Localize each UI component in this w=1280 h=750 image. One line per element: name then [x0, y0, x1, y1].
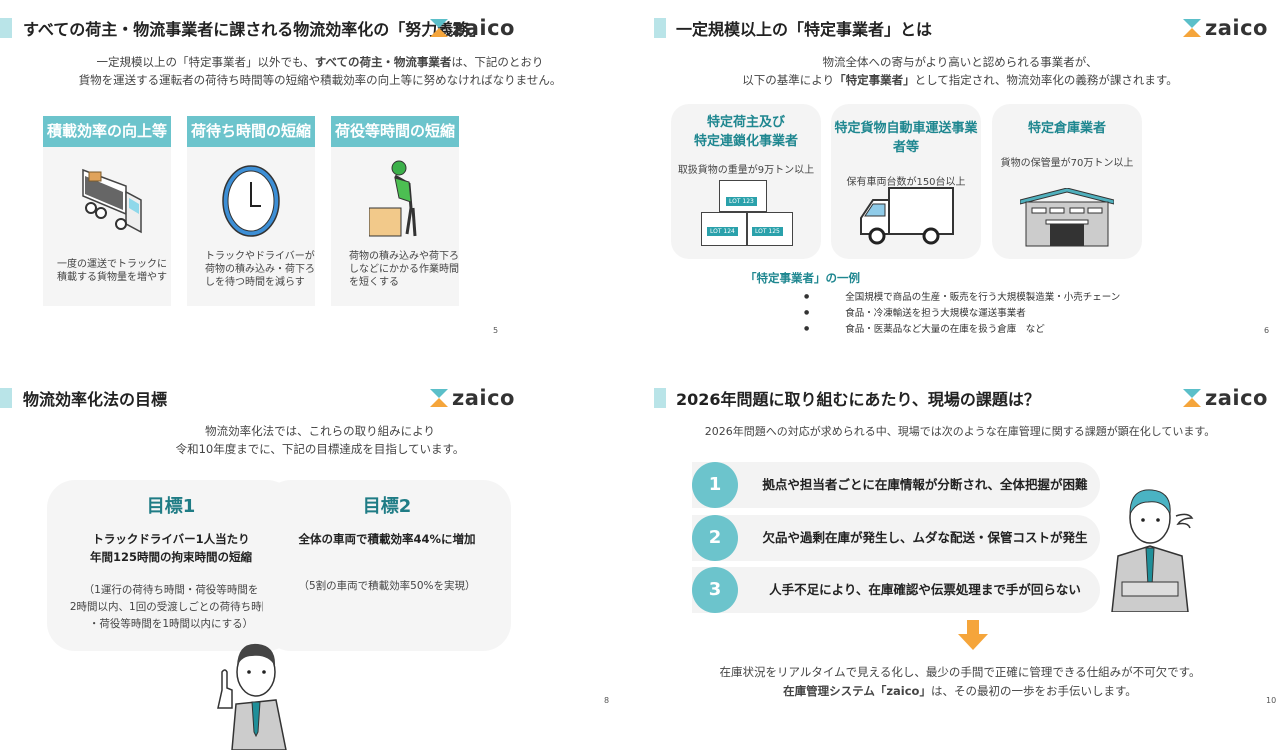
issue-text: 拠点や担当者ごとに在庫情報が分断され、全体把握が困難: [762, 477, 1088, 492]
zaico-logo-icon: [430, 389, 448, 407]
slide-8: 物流効率化法の目標 zaico 物流効率化法では、これらの取り組みにより 令和1…: [0, 370, 640, 750]
logo-text: zaico: [1205, 16, 1268, 40]
list-item: 食品・冷凍輸送を担う大規模な運送事業者: [820, 306, 1120, 322]
intro-text: 物流全体への寄与がより高いと認められる事業者が、 以下の基準により「特定事業者」…: [640, 53, 1280, 89]
zaico-logo: zaico: [1183, 386, 1268, 410]
title-accent: [654, 18, 666, 38]
slide-10: 2026年問題に取り組むにあたり、現場の課題は？ zaico 2026年問題への…: [640, 370, 1280, 720]
truck-icon: [860, 187, 954, 245]
issue-text: 人手不足により、在庫確認や伝票処理まで手が回らない: [769, 582, 1081, 597]
card-loading-efficiency: 積載効率の向上等 一度の運送でトラックに 積載する貨物量を増やす: [43, 116, 171, 306]
slide-title: 2026年問題に取り組むにあたり、現場の課題は？: [676, 390, 1040, 409]
card-title: 積載効率の向上等: [43, 116, 171, 147]
intro-bold: すべての荷主・物流事業者: [314, 55, 452, 69]
intro-part: 以下の基準により: [742, 73, 835, 87]
truck-icon: [82, 168, 142, 234]
slide-6: 一定規模以上の「特定事業者」とは zaico 物流全体への寄与がより高いと認めら…: [640, 0, 1280, 350]
goal-card-1: 目標1 トラックドライバー1人当たり 年間125時間の拘束時間の短縮 （1運行の…: [47, 480, 295, 651]
card-title: 特定貨物自動車運送事業者等: [834, 121, 978, 155]
conclusion-line1: 在庫状況をリアルタイムで見える化し、最少の手間で正確に管理できる仕組みが不可欠で…: [719, 665, 1201, 679]
arrow-down-icon: [958, 620, 988, 650]
zaico-logo: zaico: [430, 386, 515, 410]
zaico-logo: zaico: [1183, 16, 1268, 40]
lot-label: LOT 123: [726, 197, 757, 206]
card-specified-carrier: 特定貨物自動車運送事業者等 保有車両台数が150台以上: [831, 104, 981, 259]
card-handling-time: 荷役等時間の短縮 荷物の積み込みや荷下ろ しなどにかかる作業時間 を短くする: [331, 116, 459, 306]
worker-icon: [369, 160, 417, 237]
businessman-pointing-illustration: [217, 643, 287, 750]
intro-line1: 物流全体への寄与がより高いと認められる事業者が、: [822, 55, 1098, 69]
card-waiting-time: 荷待ち時間の短縮 トラックやドライバーが 荷物の積み込み・荷下ろ しを待つ時間を…: [187, 116, 315, 306]
page-number: 6: [1264, 326, 1270, 335]
examples-list: 全国規模で商品の生産・販売を行う大規模製造業・小売チェーン 食品・冷凍輸送を担う…: [820, 290, 1120, 338]
examples-heading: 「特定事業者」の一例: [745, 271, 860, 285]
card-title: 荷待ち時間の短縮: [187, 116, 315, 147]
intro-part: 一定規模以上の「特定事業者」以外でも、: [96, 55, 315, 69]
issue-number: 2: [692, 515, 738, 561]
logo-text: zaico: [1205, 386, 1268, 410]
goal-label: 目標1: [146, 496, 196, 517]
title-accent: [0, 388, 12, 408]
goal-note: （1運行の荷待ち時間・荷役等時間を 2時間以内、1回の受渡しごとの荷待ち時間 ・…: [69, 584, 273, 630]
slide-5: すべての荷主・物流事業者に課される物流効率化の「努力義務」 zaico 一定規模…: [0, 0, 640, 350]
card-title: 特定荷主及び 特定連鎖化事業者: [693, 115, 798, 149]
page-number: 5: [493, 326, 499, 335]
intro-line2: 令和10年度までに、下記の目標達成を目指しています。: [175, 442, 465, 456]
logo-text: zaico: [452, 386, 515, 410]
zaico-logo: zaico: [430, 16, 515, 40]
intro-bold: 「特定事業者」: [834, 73, 915, 87]
worried-businessman-illustration: [1111, 489, 1194, 612]
warehouse-icon: [1020, 188, 1114, 247]
card-title: 特定倉庫業者: [1027, 121, 1106, 136]
slide-title: すべての荷主・物流事業者に課される物流効率化の「努力義務」: [23, 20, 486, 39]
card-text: 一度の運送でトラックに 積載する貨物量を増やす: [57, 259, 167, 283]
title-accent: [654, 388, 666, 408]
page-number: 10: [1266, 696, 1277, 705]
intro-text: 物流効率化法では、これらの取り組みにより 令和10年度までに、下記の目標達成を目…: [0, 422, 640, 458]
goal-main: 全体の車両で積載効率44%に増加: [298, 532, 476, 546]
list-item: 全国規模で商品の生産・販売を行う大規模製造業・小売チェーン: [820, 290, 1120, 306]
zaico-logo-icon: [1183, 19, 1201, 37]
conclusion-bold: 在庫管理システム「zaico」: [783, 684, 931, 698]
issue-text: 欠品や過剰在庫が発生し、ムダな配送・保管コストが発生: [762, 530, 1088, 545]
title-accent: [0, 18, 12, 38]
intro-part: として指定され、物流効率化の義務が課されます。: [914, 73, 1178, 87]
issue-row-2: 2 欠品や過剰在庫が発生し、ムダな配送・保管コストが発生: [692, 515, 1100, 561]
card-criteria: 取扱貨物の重量が9万トン以上: [677, 165, 815, 176]
intro-part: は、下記のとおり: [451, 55, 544, 69]
intro-line1: 物流効率化法では、これらの取り組みにより: [205, 424, 435, 438]
conclusion-text: 在庫状況をリアルタイムで見える化し、最少の手間で正確に管理できる仕組みが不可欠で…: [640, 663, 1280, 701]
issue-row-3: 3 人手不足により、在庫確認や伝票処理まで手が回らない: [692, 567, 1100, 613]
goal-label: 目標2: [362, 496, 412, 517]
issue-number: 3: [692, 567, 738, 613]
zaico-logo-icon: [430, 19, 448, 37]
conclusion-part: は、その最初の一歩をお手伝いします。: [930, 684, 1137, 698]
issue-row-1: 1 拠点や担当者ごとに在庫情報が分断され、全体把握が困難: [692, 462, 1100, 508]
intro-text: 2026年問題への対応が求められる中、現場では次のような在庫管理に関する課題が顕…: [704, 425, 1216, 438]
card-specified-warehouse: 特定倉庫業者 貨物の保管量が70万トン以上: [992, 104, 1142, 259]
card-text: トラックやドライバーが 荷物の積み込み・荷下ろ しを待つ時間を減らす: [205, 251, 315, 288]
issue-number: 1: [692, 462, 738, 508]
card-criteria: 貨物の保管量が70万トン以上: [1000, 158, 1134, 169]
intro-text: 一定規模以上の「特定事業者」以外でも、すべての荷主・物流事業者は、下記のとおり …: [0, 53, 640, 89]
goal-note: （5割の車両で積載効率50%を実現）: [298, 580, 476, 592]
list-item: 食品・医薬品など大量の在庫を扱う倉庫 など: [820, 322, 1120, 338]
lot-label: LOT 124: [707, 227, 738, 236]
goal-card-2: 目標2 全体の車両で積載効率44%に増加 （5割の車両で積載効率50%を実現）: [263, 480, 511, 651]
page-number: 8: [604, 696, 610, 705]
card-title: 荷役等時間の短縮: [331, 116, 459, 147]
slide-title: 物流効率化法の目標: [23, 390, 168, 409]
card-specified-shipper: 特定荷主及び 特定連鎖化事業者 取扱貨物の重量が9万トン以上 LOT 123 L…: [671, 104, 821, 259]
logo-text: zaico: [452, 16, 515, 40]
card-criteria: 保有車両台数が150台以上: [846, 177, 966, 188]
goal-main: トラックドライバー1人当たり 年間125時間の拘束時間の短縮: [89, 532, 252, 564]
boxes-icon: LOT 123 LOT 124 LOT 125: [701, 180, 795, 250]
clock-icon: [222, 165, 280, 237]
intro-line2: 貨物を運送する運転者の荷待ち時間等の短縮や積載効率の向上等に努めなければなりませ…: [78, 73, 562, 87]
zaico-logo-icon: [1183, 389, 1201, 407]
card-text: 荷物の積み込みや荷下ろ しなどにかかる作業時間 を短くする: [349, 251, 459, 288]
lot-label: LOT 125: [752, 227, 783, 236]
slide-title: 一定規模以上の「特定事業者」とは: [676, 20, 933, 39]
